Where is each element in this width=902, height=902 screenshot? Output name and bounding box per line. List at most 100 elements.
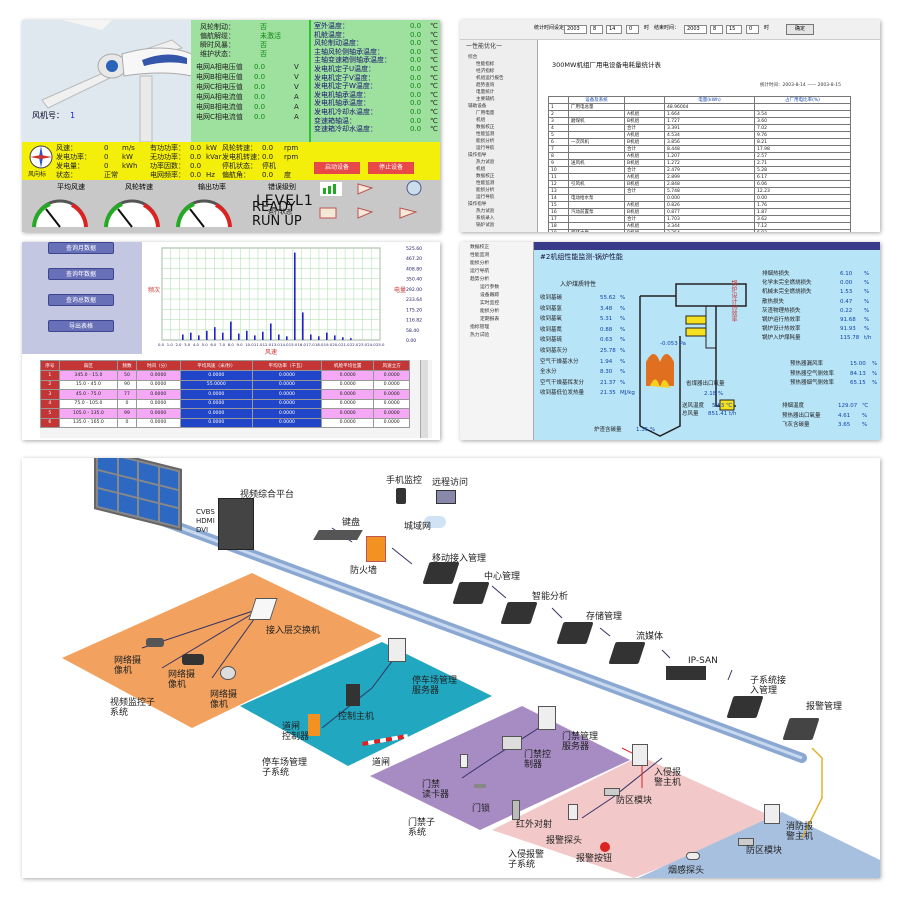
table-cell: 1.703 [664, 215, 755, 223]
summary-label: 发电功率： [56, 153, 91, 161]
tree-item[interactable]: 辅助设备 [468, 104, 487, 109]
tree-item[interactable]: 综合 [468, 55, 478, 60]
tree-item[interactable]: 操作指导 [468, 153, 487, 158]
table-cell: 3.60 [754, 117, 851, 125]
start-year-select[interactable]: 2003 [564, 25, 587, 34]
query-total-button[interactable]: 查询总数据 [48, 294, 114, 306]
table-cell: 厂用电总量 [568, 103, 625, 111]
tree-item[interactable]: 热力试验 [476, 209, 495, 214]
tree-item[interactable]: 能损分析 [476, 188, 495, 193]
tree-item[interactable]: 能损分析 [476, 139, 495, 144]
stop-device-button[interactable]: 停止设备 [368, 162, 414, 174]
end-month-select[interactable]: 8 [710, 25, 724, 34]
sector-header-cell: 风速立方 [373, 360, 410, 371]
table-cell: 1.664 [664, 110, 755, 118]
electric-unit: V [294, 73, 299, 81]
coal-value: 55.62 [600, 295, 616, 301]
confirm-button[interactable]: 确定 [786, 24, 815, 35]
boiler-tree-item[interactable]: 运行导航 [470, 269, 490, 274]
table-cell: 6.06 [754, 180, 851, 188]
exhaust-label: 飞灰含碳量 [782, 422, 810, 428]
start-device-button[interactable]: 启动设备 [314, 162, 360, 174]
table-cell: 4 [548, 124, 569, 132]
sector-cell: 0.0000 [251, 379, 323, 390]
run-state-label: 运行状态 [268, 209, 293, 216]
end-day-select[interactable]: 15 [726, 25, 743, 34]
excess-o2-number: 2.18 [704, 391, 717, 397]
tree-item[interactable]: 趋势查询 [476, 83, 495, 88]
table-cell: 9 [548, 159, 569, 167]
tree-item[interactable]: 数据校正 [476, 125, 495, 130]
query-year-button[interactable]: 查询年数据 [48, 268, 114, 280]
function-icons[interactable] [318, 178, 438, 230]
tree-item[interactable]: 系统录入 [476, 216, 495, 221]
table-cell: A机组 [624, 152, 665, 160]
summary-unit: kW [206, 144, 217, 152]
electric-label: 电网B相电压值 [196, 73, 243, 81]
boiler-tree-item[interactable]: 运行参数 [480, 285, 500, 290]
tree-item[interactable]: 性能监测 [476, 181, 495, 186]
end-year-select[interactable]: 2003 [684, 25, 707, 34]
tree-item[interactable]: 热力试验 [476, 160, 495, 165]
start-hour-select[interactable]: 0 [626, 25, 640, 34]
start-day-select[interactable]: 14 [606, 25, 623, 34]
boiler-tree-item[interactable]: 能损分析 [470, 261, 490, 266]
tree-item[interactable]: 操作指导 [468, 202, 487, 207]
status-value: 未激活 [260, 32, 281, 40]
table-cell: 1.207 [664, 152, 755, 160]
histogram-bar [198, 335, 200, 340]
tree-item[interactable]: 锅炉试验 [476, 223, 495, 228]
boiler-tree-item[interactable]: 热力试验 [470, 333, 490, 338]
electric-label: 电网C相电压值 [196, 83, 243, 91]
tree-item[interactable]: 经济指标 [476, 69, 495, 74]
tree-item[interactable]: 厂用电量 [476, 111, 495, 116]
tree-item[interactable]: 机组 [476, 167, 486, 172]
tree-item[interactable]: 运行导航 [476, 195, 495, 200]
sector-cell: 0.0000 [373, 389, 410, 400]
tree-item[interactable]: 运行导航 [476, 146, 495, 151]
tree-item[interactable]: 数据校正 [476, 174, 495, 179]
boiler-tree-item[interactable]: 实时监控 [480, 301, 500, 306]
boiler-tree-item[interactable]: 数据校正 [470, 245, 490, 250]
electric-value: 0.0 [254, 73, 266, 81]
export-table-button[interactable]: 导出表格 [48, 320, 114, 332]
tree-item[interactable]: 机组 [476, 118, 486, 123]
tree-item[interactable]: 主要辅机 [476, 97, 495, 102]
start-month-select[interactable]: 8 [590, 25, 604, 34]
summary-label: 有功功率： [150, 144, 185, 152]
query-month-button[interactable]: 查询月数据 [48, 242, 114, 254]
boiler-tree-item[interactable]: 能损分析 [480, 309, 500, 314]
tree-item[interactable]: 机组运行报告 [476, 76, 504, 81]
table-cell: 12 [548, 180, 569, 188]
boiler-tree-item[interactable]: 设备跟踪 [480, 293, 500, 298]
end-hour-select[interactable]: 0 [746, 25, 760, 34]
boiler-tree-item[interactable]: 性能监测 [470, 253, 490, 258]
boiler-tree-item[interactable]: 定期报表 [480, 317, 500, 322]
center-mgmt-label: 中心管理 [484, 572, 521, 582]
x-axis-tick: 13.0 [271, 342, 280, 347]
tree-item[interactable]: 电量统计 [476, 90, 495, 95]
sector-cell: 77 [117, 389, 137, 400]
sector-cell: 99 [117, 408, 137, 419]
loss-label: 散热损失 [762, 298, 785, 305]
tree-item[interactable]: 性能监测 [476, 132, 495, 137]
mobile-label: 手机监控 [386, 476, 423, 486]
tree-item[interactable]: 性能指标 [476, 62, 495, 67]
loss-value: 91.93 [840, 326, 856, 333]
histogram-bar [262, 331, 264, 340]
table-scrollbar[interactable] [420, 360, 428, 438]
table-cell: 0.826 [664, 201, 755, 209]
electric-value: 0.0 [254, 93, 266, 101]
loss-label: 锅炉运行热效率 [762, 317, 801, 323]
histogram-bar [326, 332, 328, 340]
boiler-tree-item[interactable]: 指标管理 [470, 325, 490, 330]
table-cell [624, 194, 665, 202]
boiler-tree-item[interactable]: 趋势分析 [470, 277, 490, 282]
